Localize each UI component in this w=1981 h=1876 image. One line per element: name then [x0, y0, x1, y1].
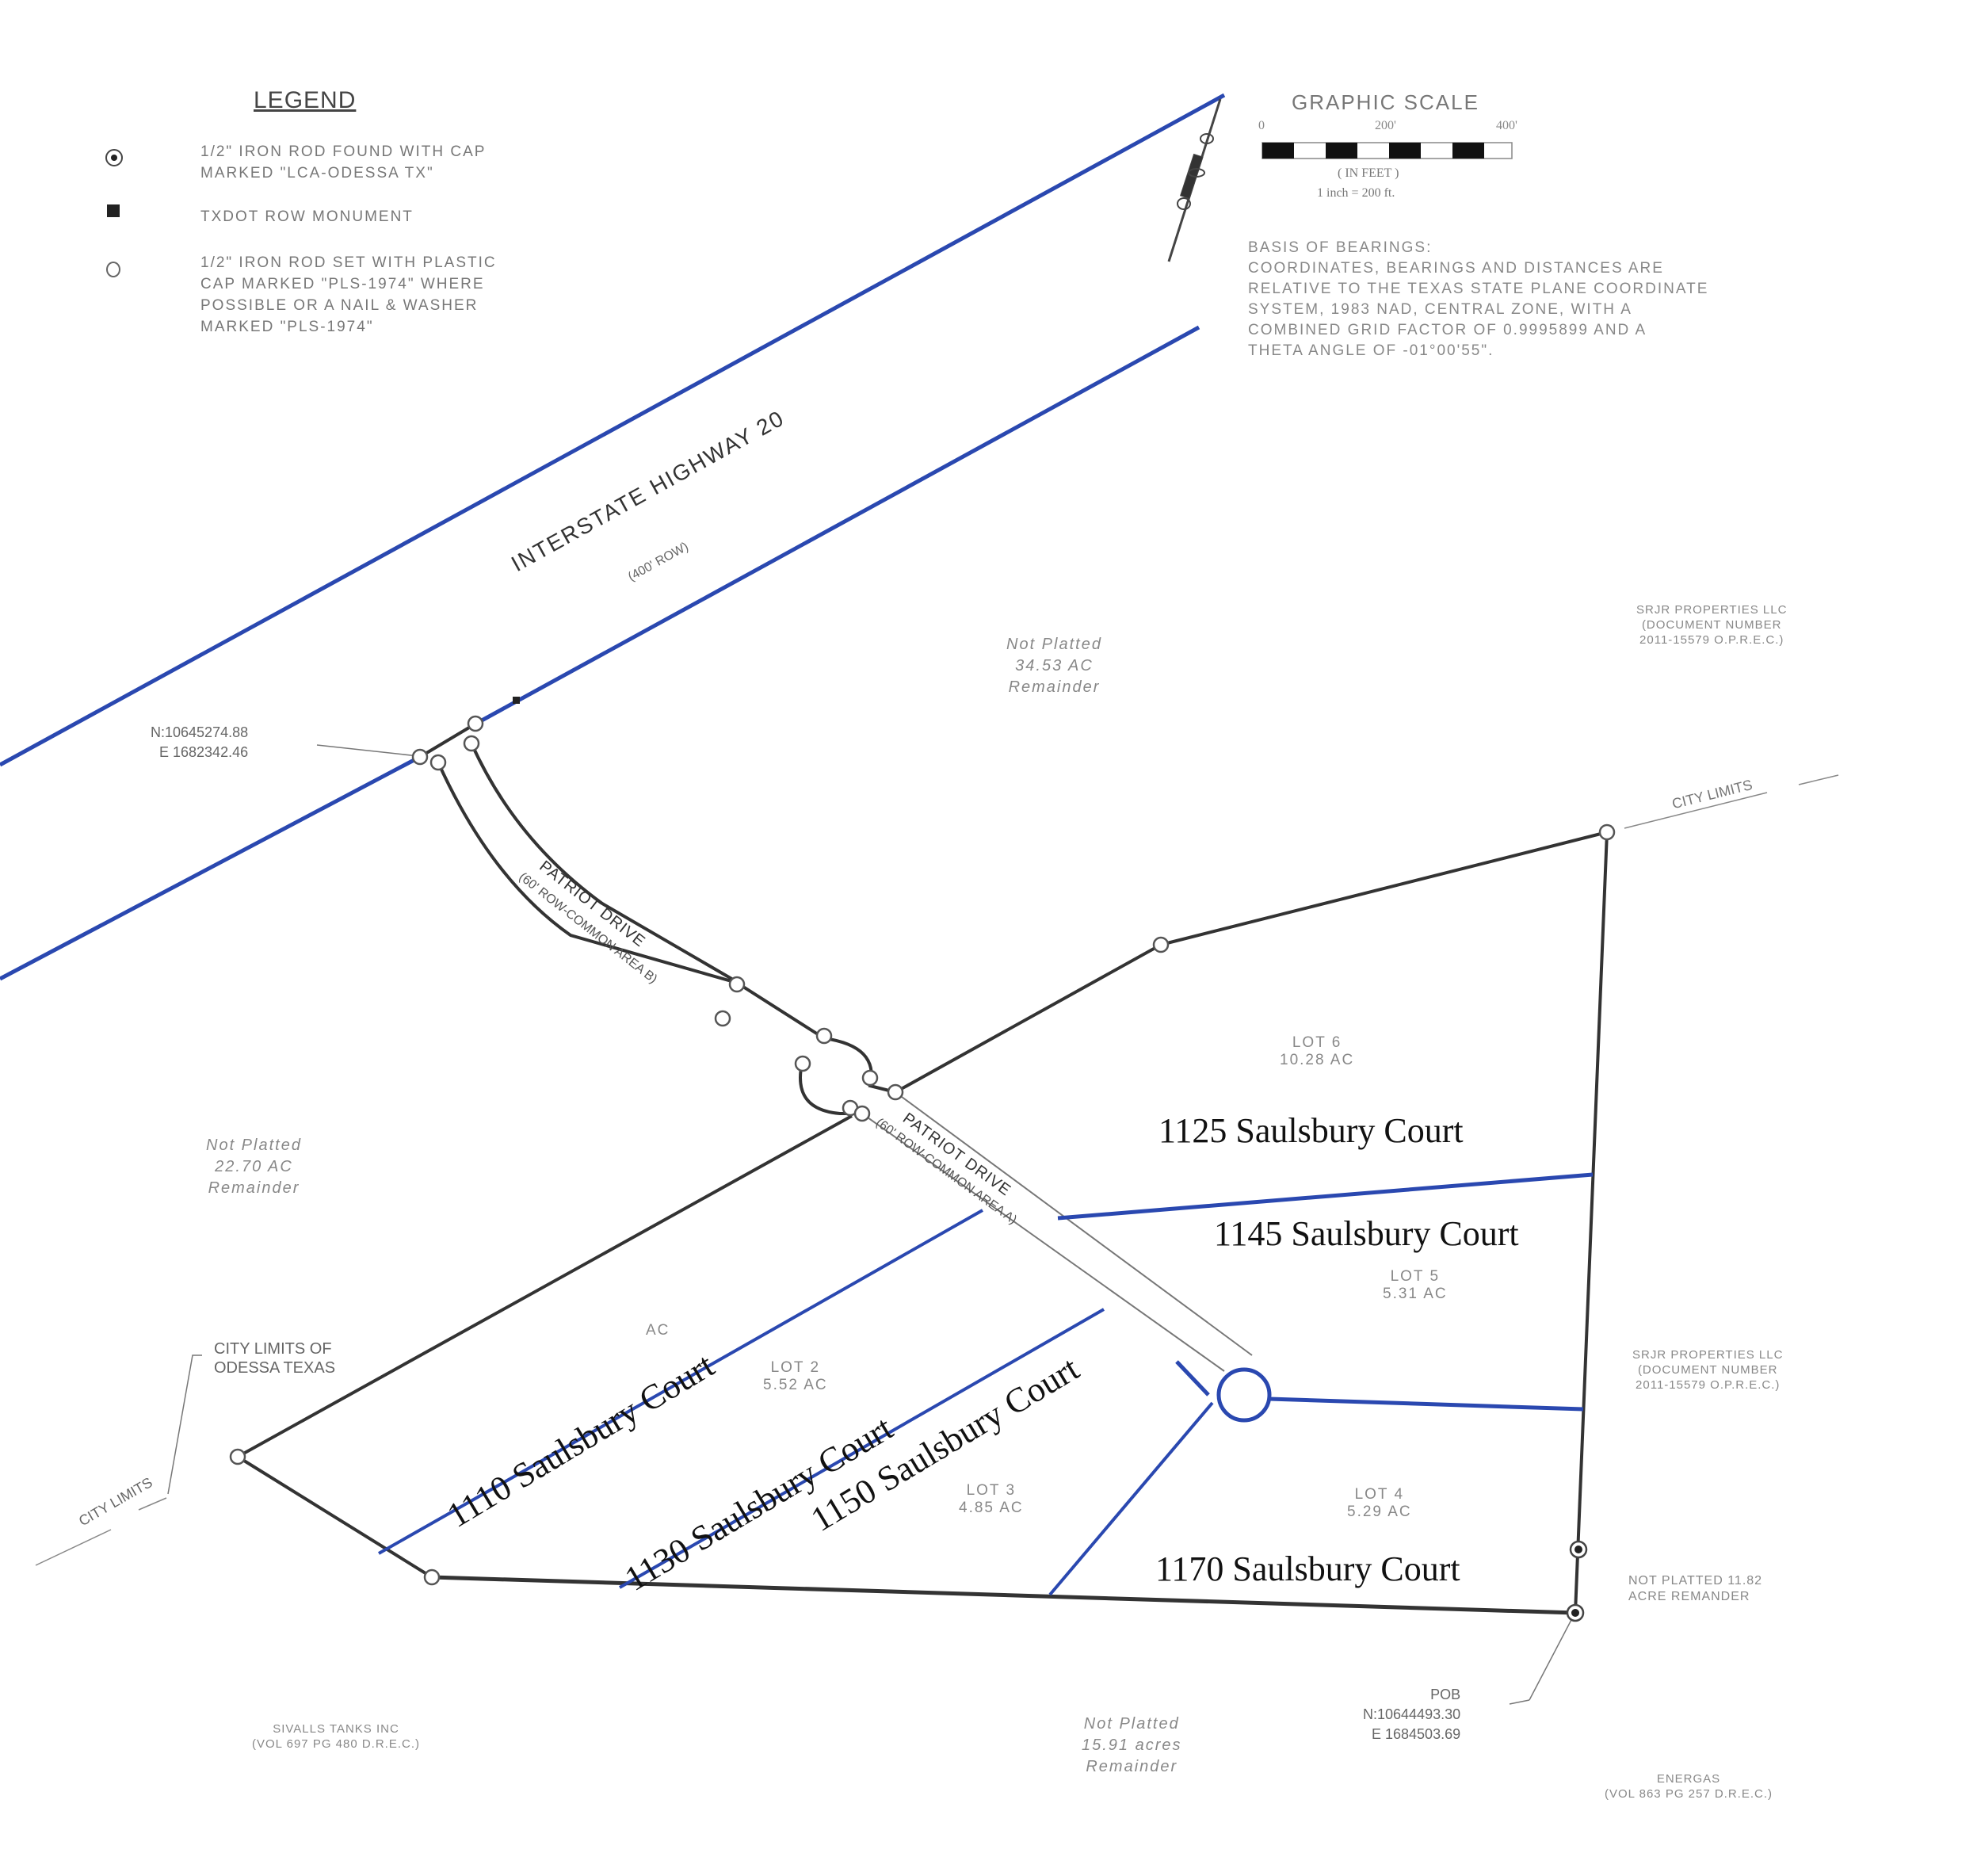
scale-units: ( IN FEET ) [1338, 166, 1399, 180]
txdot-monument-marker [513, 697, 520, 704]
lot-3-label: LOT 3 4.85 AC [959, 1482, 1024, 1516]
lot-line-1125-1145 [1057, 1172, 1594, 1221]
scale-ratio: 1 inch = 200 ft. [1317, 186, 1395, 200]
iron-rod-set-markers [229, 715, 1616, 1586]
highway-row-south-line-east [471, 325, 1200, 728]
address-1145: 1145 Saulsbury Court [1214, 1214, 1519, 1253]
highway-row-south-line-west [0, 755, 422, 981]
address-1125: 1125 Saulsbury Court [1158, 1111, 1464, 1150]
scale-bar [1262, 142, 1513, 159]
lot-line-1130 [619, 1308, 1105, 1589]
lot-line-1110 [378, 1209, 983, 1555]
legend-title: LEGEND [254, 87, 357, 113]
owner-sivalls: SIVALLS TANKS INC (VOL 697 PG 480 D.R.E.… [252, 1722, 421, 1751]
remainder-north: Not Platted 34.53 AC Remainder [1006, 636, 1102, 696]
address-1170: 1170 Saulsbury Court [1155, 1549, 1460, 1588]
scale-tick-200: 200' [1375, 119, 1396, 132]
north-arrow-icon [1167, 98, 1222, 262]
nw-corner-coordinates: N:10645274.88 E 1682342.46 [151, 724, 249, 760]
scale-tick-400: 400' [1496, 119, 1517, 132]
highway-row-north-line [0, 93, 1226, 767]
lot-2-label: LOT 2 5.52 AC [763, 1359, 828, 1393]
remainder-east: NOT PLATTED 11.82 ACRE REMANDER [1628, 1574, 1763, 1603]
lot-1-label: AC [646, 1322, 670, 1339]
txdot-monument-icon [107, 204, 120, 217]
graphic-scale-title: GRAPHIC SCALE [1292, 90, 1479, 114]
scale-tick-0: 0 [1258, 119, 1265, 132]
owner-energas: ENERGAS (VOL 863 PG 257 D.R.E.C.) [1605, 1772, 1773, 1801]
city-limits-odessa-label: CITY LIMITS OF ODESSA TEXAS [214, 1340, 336, 1377]
legend-item-iron-rod-set: 1/2" IRON ROD SET WITH PLASTIC CAP MARKE… [200, 254, 497, 335]
legend-item-iron-rod-found: 1/2" IRON ROD FOUND WITH CAP MARKED "LCA… [200, 143, 487, 181]
remainder-west: Not Platted 22.70 AC Remainder [206, 1137, 302, 1197]
iron-rod-found-markers [1566, 1540, 1588, 1622]
owner-srjr-mid: SRJR PROPERTIES LLC (DOCUMENT NUMBER 201… [1632, 1348, 1784, 1392]
legend-item-txdot-monument: TXDOT ROW MONUMENT [200, 208, 414, 225]
lot-5-label: LOT 5 5.31 AC [1383, 1268, 1448, 1302]
lot-line-1145-1170 [1269, 1396, 1584, 1412]
iron-rod-set-icon [106, 262, 120, 277]
pob-coordinates: POB N:10644493.30 E 1684503.69 [1363, 1687, 1461, 1742]
lot-line-1150-1170 [1048, 1401, 1214, 1596]
remainder-south: Not Platted 15.91 acres Remainder [1082, 1715, 1182, 1775]
lot-6-label: LOT 6 10.28 AC [1280, 1034, 1355, 1068]
basis-of-bearings-note: BASIS OF BEARINGS: COORDINATES, BEARINGS… [1248, 239, 1709, 359]
iron-rod-found-icon [105, 149, 123, 166]
cul-de-sac [1216, 1367, 1272, 1423]
lot-4-label: LOT 4 5.29 AC [1347, 1486, 1412, 1520]
owner-srjr-top: SRJR PROPERTIES LLC (DOCUMENT NUMBER 201… [1636, 603, 1788, 647]
